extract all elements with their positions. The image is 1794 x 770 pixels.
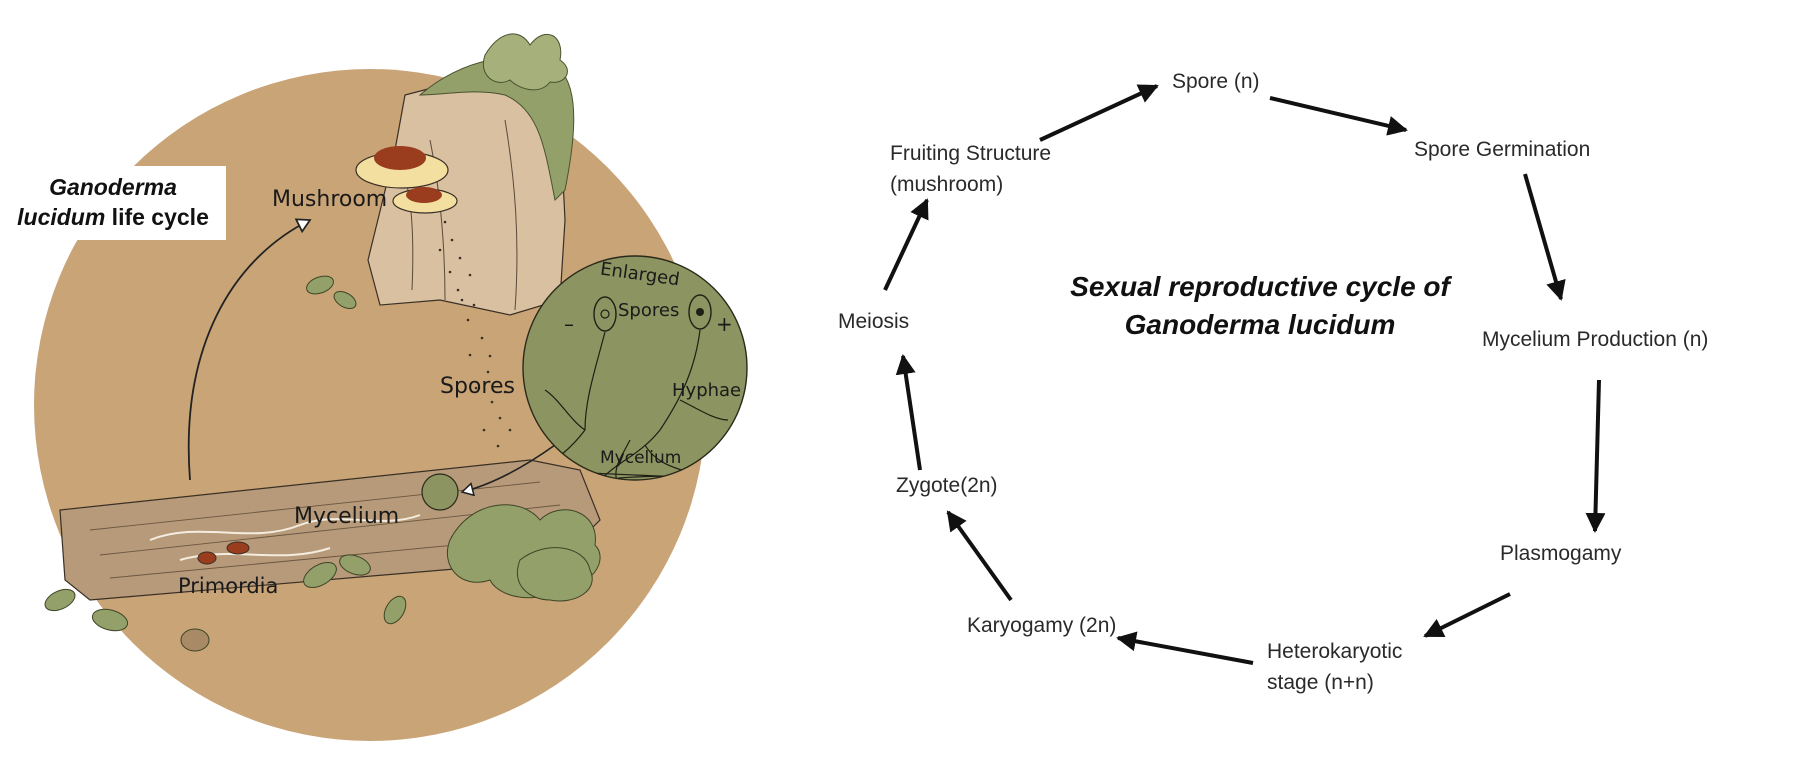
stage-fruiting-line1: Fruiting Structure bbox=[890, 142, 1052, 165]
mushroom-illustration bbox=[355, 146, 458, 214]
illustration-title-suffix: life cycle bbox=[105, 204, 209, 230]
label-inset-spores: Spores bbox=[618, 300, 680, 321]
stage-mycelium-production: Mycelium Production (n) bbox=[1482, 328, 1709, 351]
stage-spore-germination: Spore Germination bbox=[1414, 138, 1591, 161]
stage-fruiting-line2: (mushroom) bbox=[890, 173, 1004, 196]
label-spores: Spores bbox=[440, 374, 515, 399]
mycelium-patch-icon bbox=[421, 473, 459, 511]
label-mushroom: Mushroom bbox=[272, 187, 388, 212]
arrow-spore-to-germination bbox=[1269, 96, 1408, 136]
tree-stump bbox=[367, 33, 575, 316]
cycle-title-line1: Sexual reproductive cycle of bbox=[1070, 271, 1450, 302]
spore-dots bbox=[438, 220, 512, 448]
label-hyphae: Hyphae bbox=[672, 380, 742, 401]
arrow-heterokaryotic-to-karyogamy bbox=[1116, 631, 1254, 665]
arrow-mycelium-to-plasmogamy bbox=[1585, 379, 1606, 533]
label-plus: + bbox=[716, 312, 733, 336]
arrow-zygote-to-meiosis bbox=[895, 354, 922, 471]
primordia-illustration bbox=[197, 541, 250, 565]
label-mycelium: Mycelium bbox=[294, 504, 400, 529]
arrow-germination-to-mycelium bbox=[1523, 173, 1566, 301]
illustration-title-species: lucidum bbox=[17, 204, 106, 230]
inset-pointer-arrow bbox=[462, 444, 556, 492]
illustration-title: Ganoderma lucidum life cycle bbox=[0, 166, 226, 240]
stage-fruiting-structure: Fruiting Structure (mushroom) bbox=[890, 138, 1051, 200]
label-inset-mycelium: Mycelium bbox=[600, 448, 682, 468]
stage-heterokaryotic-line1: Heterokaryotic bbox=[1267, 640, 1403, 663]
cycle-title: Sexual reproductive cycle of Ganoderma l… bbox=[1010, 268, 1510, 344]
arrow-plasmogamy-to-heterokaryotic bbox=[1423, 592, 1511, 638]
stage-karyogamy: Karyogamy (2n) bbox=[967, 614, 1117, 637]
illustration-panel bbox=[34, 33, 748, 741]
spore-plus-icon bbox=[688, 294, 712, 330]
cycle-arrows bbox=[883, 84, 1606, 665]
stage-plasmogamy: Plasmogamy bbox=[1500, 542, 1622, 565]
stage-heterokaryotic: Heterokaryotic stage (n+n) bbox=[1267, 636, 1402, 698]
label-minus: – bbox=[564, 312, 574, 336]
spore-minus-icon bbox=[593, 296, 617, 332]
arrow-karyogamy-to-zygote bbox=[946, 510, 1013, 602]
cycle-title-line2: Ganoderma lucidum bbox=[1124, 309, 1396, 340]
stage-heterokaryotic-line2: stage (n+n) bbox=[1267, 671, 1374, 694]
stage-spore: Spore (n) bbox=[1172, 70, 1260, 93]
arrow-fruiting-to-spore bbox=[1039, 84, 1159, 142]
arrow-meiosis-to-fruiting bbox=[883, 198, 929, 291]
foliage bbox=[44, 275, 601, 652]
stage-zygote: Zygote(2n) bbox=[896, 474, 998, 497]
growth-arrow bbox=[187, 220, 310, 481]
label-primordia: Primordia bbox=[178, 574, 279, 598]
illustration-title-genus: Ganoderma bbox=[49, 174, 177, 200]
stage-meiosis: Meiosis bbox=[838, 310, 910, 333]
